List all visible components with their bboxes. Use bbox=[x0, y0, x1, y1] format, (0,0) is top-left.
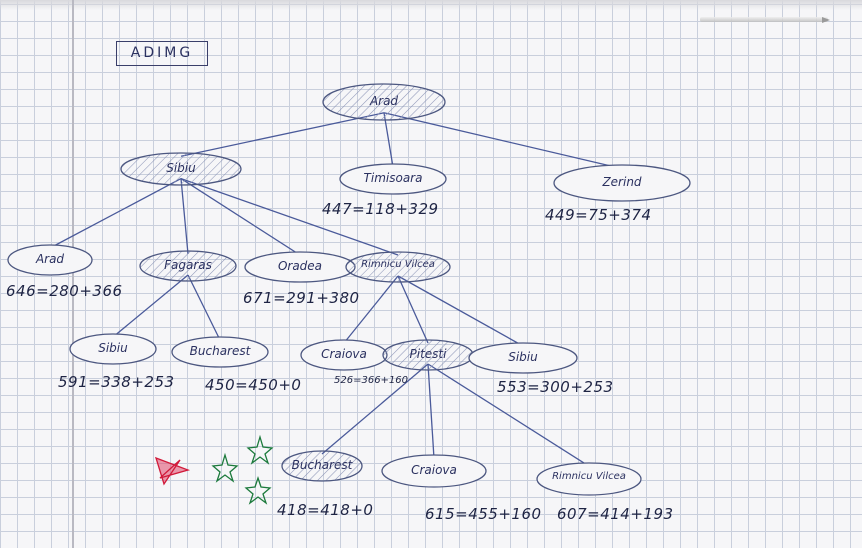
red-marker-scribble bbox=[154, 456, 191, 486]
tree-node-sibiu-2 bbox=[69, 333, 157, 365]
page-top-shadow bbox=[0, 0, 862, 10]
tree-node-timisoara bbox=[339, 163, 447, 195]
node-label-sibiu-2: Sibiu bbox=[98, 341, 128, 355]
tree-node-rimnicu-vilcea bbox=[345, 251, 451, 283]
tree-node-arad-2 bbox=[7, 244, 93, 276]
evaluation-bucharest: 450=450+0 bbox=[205, 376, 302, 394]
tree-edge-pitesti-to-craiova-2 bbox=[427, 363, 435, 459]
tree-node-zerind bbox=[553, 164, 691, 202]
tree-edge-rimnicu-vilcea-to-pitesti bbox=[397, 275, 429, 344]
margin-line bbox=[72, 0, 74, 548]
tree-edge-sibiu-to-rimnicu-vilcea bbox=[180, 177, 399, 256]
evaluation-rimnicu-vilcea-2: 607=414+193 bbox=[557, 505, 674, 523]
evaluation-arad-2: 646=280+366 bbox=[6, 282, 123, 300]
node-label-fagaras: Fagaras bbox=[164, 258, 212, 272]
tree-node-sibiu bbox=[120, 152, 242, 186]
evaluation-oradea: 671=291+380 bbox=[243, 289, 360, 307]
evaluation-bucharest-2: 418=418+0 bbox=[277, 501, 374, 519]
node-label-bucharest: Bucharest bbox=[189, 344, 251, 358]
node-label-craiova-2: Craiova bbox=[411, 463, 457, 477]
tree-edge-arad-root-to-sibiu bbox=[180, 112, 385, 157]
evaluation-timisoara: 447=118+329 bbox=[322, 200, 439, 218]
tree-edge-pitesti-to-bucharest-2 bbox=[321, 363, 429, 455]
edges-layer bbox=[49, 112, 623, 467]
tree-edge-fagaras-to-bucharest bbox=[187, 274, 221, 341]
node-label-sibiu: Sibiu bbox=[166, 161, 196, 175]
nodes-layer bbox=[7, 83, 691, 496]
node-label-arad-2: Arad bbox=[35, 252, 65, 266]
node-label-bucharest-2: Bucharest bbox=[291, 458, 353, 472]
tree-node-rimnicu-vilcea-2 bbox=[536, 462, 642, 496]
evaluation-craiova-2: 615=455+160 bbox=[425, 505, 542, 523]
evaluation-craiova: 526=366+160 bbox=[334, 375, 409, 386]
tree-edge-arad-root-to-timisoara bbox=[383, 112, 394, 168]
green-star-icon bbox=[246, 434, 274, 465]
node-label-pitesti: Pitesti bbox=[409, 347, 447, 361]
node-label-arad-root: Arad bbox=[369, 94, 399, 108]
tree-node-sibiu-3 bbox=[468, 342, 578, 374]
tree-node-craiova-2 bbox=[381, 454, 487, 488]
node-label-timisoara: Timisoara bbox=[363, 171, 423, 185]
node-label-craiova: Craiova bbox=[321, 347, 367, 361]
evaluation-zerind: 449=75+374 bbox=[545, 206, 652, 224]
page-title: ADIMG bbox=[116, 41, 208, 66]
tree-edge-pitesti-to-rimnicu-vilcea-2 bbox=[427, 363, 590, 467]
tree-node-bucharest bbox=[171, 336, 269, 368]
tree-edge-sibiu-to-fagaras bbox=[180, 178, 189, 255]
tree-edge-sibiu-to-oradea bbox=[180, 178, 301, 256]
tree-edge-rimnicu-vilcea-to-craiova bbox=[343, 275, 399, 344]
tree-edge-arad-root-to-zerind bbox=[383, 112, 623, 170]
marks-layer bbox=[154, 434, 274, 505]
green-star-icon bbox=[244, 475, 272, 505]
evaluation-sibiu-2: 591=338+253 bbox=[58, 373, 175, 391]
green-star-icon bbox=[211, 452, 239, 483]
tree-node-fagaras bbox=[139, 250, 237, 282]
evaluation-sibiu-3: 553=300+253 bbox=[497, 378, 614, 396]
tree-edge-rimnicu-vilcea-to-sibiu-3 bbox=[397, 275, 524, 347]
node-label-oradea: Oradea bbox=[277, 259, 323, 273]
tree-edge-sibiu-to-arad-2 bbox=[49, 178, 182, 249]
tree-edge-fagaras-to-sibiu-2 bbox=[112, 274, 189, 338]
node-label-rimnicu-vilcea: Rimnicu Vilcea bbox=[361, 259, 435, 270]
tree-node-arad-root bbox=[322, 83, 446, 121]
node-label-zerind: Zerind bbox=[602, 175, 642, 189]
pencil-tip bbox=[822, 17, 830, 23]
node-label-rimnicu-vilcea-2: Rimnicu Vilcea bbox=[552, 471, 626, 482]
node-label-sibiu-3: Sibiu bbox=[508, 350, 538, 364]
pencil bbox=[700, 17, 828, 22]
tree-node-bucharest-2 bbox=[281, 450, 363, 482]
